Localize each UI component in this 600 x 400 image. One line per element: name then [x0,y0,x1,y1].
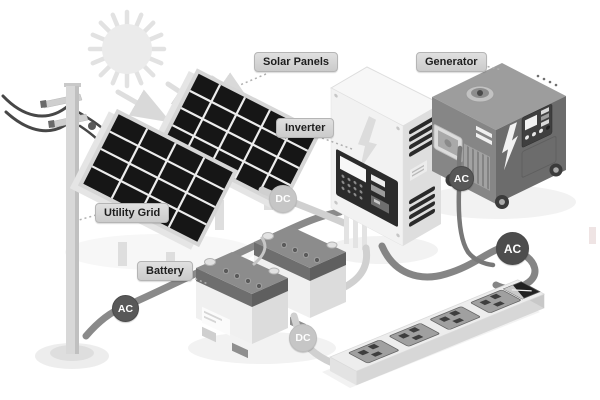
dc-badge-solar: DC [269,185,297,213]
inverter-label-text: Inverter [285,122,326,134]
battery-label: Battery [137,261,193,281]
power-strip [329,279,546,386]
utility-grid-label-text: Utility Grid [104,207,161,219]
utility-pole [1,83,109,354]
wire-generator-cord-bottom [456,187,496,268]
inverter-unit [329,66,443,250]
solar-panel-left [69,108,239,250]
ac-badge-generator: AC [449,166,474,191]
ac-badge-grid: AC [112,295,139,322]
inverter-label: Inverter [276,118,335,138]
generator-label: Generator [416,52,487,72]
battery-label-text: Battery [146,265,184,277]
solar-panels-leader [239,73,267,86]
generator-lightning-bolt-icon [502,122,518,171]
inverter-leader [321,137,353,150]
solar-panels-label: Solar Panels [254,52,339,72]
ac-badge-outlet: AC [496,232,529,265]
ac-badge-outlet-text: AC [503,241,522,256]
dc-badge-solar-text: DC [275,193,291,205]
ac-badge-generator-text: AC [453,172,470,185]
label-leaders [78,62,503,285]
solar-panels-label-text: Solar Panels [263,56,330,68]
generator-unit [432,63,566,209]
power-switch [502,281,541,300]
inverter-lightning-bolt-icon [358,116,377,170]
sun-icon [87,9,167,89]
utility-grid-leader [78,214,97,221]
generator-label-text: Generator [425,56,478,68]
watermark-artifact [589,227,596,244]
dc-badge-battery: DC [289,324,317,352]
utility-grid-label: Utility Grid [95,203,170,223]
outlet-sockets [348,289,521,364]
battery-jumper-wire [252,236,267,266]
wire-ac-inverter-strip [378,242,502,281]
generator-control-panel [521,104,553,148]
dc-badge-battery-text: DC [295,332,311,344]
battery-leader [185,274,209,285]
solar-panel-right [150,68,322,211]
ac-badge-grid-text: AC [117,302,134,315]
